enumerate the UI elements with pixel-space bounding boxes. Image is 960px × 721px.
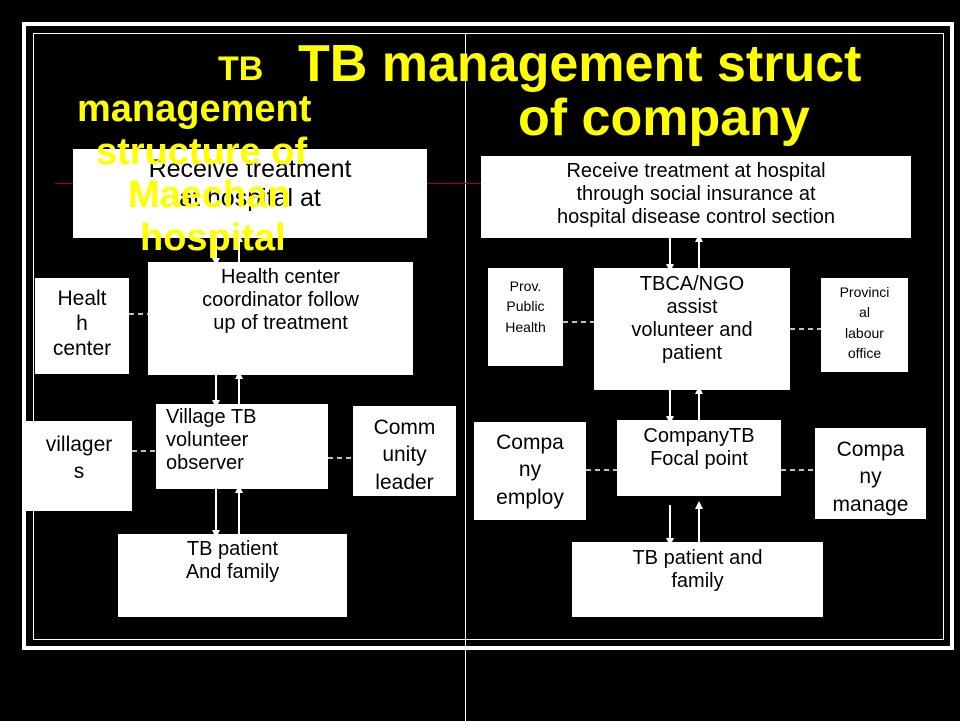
focal-line-1: CompanyTB <box>643 425 755 447</box>
left-patient-line-1: TB patient <box>186 538 279 560</box>
company-employee-box: Compa ny employ <box>474 422 586 520</box>
manager-line-1: Compa <box>836 438 905 461</box>
manager-line-3: manage <box>832 492 909 516</box>
villagers-line-1: villager <box>45 433 113 456</box>
health-center-line-2: h <box>76 312 88 336</box>
right-patient-line-2: family <box>671 570 724 592</box>
tbca-line-4: patient <box>661 342 723 364</box>
employee-line-2: ny <box>518 458 542 482</box>
title-main-line-1: TB management struct <box>298 35 862 93</box>
right-hospital-line-3: hospital disease control section <box>557 206 835 228</box>
prov-public-health-box: Prov. Public Health <box>488 268 563 366</box>
prov-health-line-1: Prov. <box>509 278 542 294</box>
left-hospital-line-2: at hospital at <box>179 183 321 212</box>
right-hospital-box: Receive treatment at hospital through so… <box>481 156 911 238</box>
left-patient-line-2: And family <box>185 561 280 583</box>
villagers-box: villager s <box>26 421 132 511</box>
tbca-line-1: TBCA/NGO <box>639 273 745 295</box>
right-hospital-line-1: Receive treatment at hospital <box>566 160 826 182</box>
health-center-line-3: center <box>52 337 112 361</box>
labour-line-1: Provinci <box>839 284 890 300</box>
title-tb-small: TB <box>218 50 264 88</box>
coordinator-line-2: coordinator follow <box>202 289 359 311</box>
coordinator-line-3: up of treatment <box>213 312 348 334</box>
health-center-coordinator-box: Health center coordinator follow up of t… <box>148 262 413 375</box>
right-patient-box: TB patient and family <box>572 542 823 617</box>
employee-line-1: Compa <box>496 431 564 454</box>
outer-frame <box>22 22 954 650</box>
labour-line-4: office <box>847 344 882 361</box>
company-focal-point-box: CompanyTB Focal point <box>617 420 781 496</box>
title-left-line-4: hospital <box>140 217 286 259</box>
title-left-line-3: Maechan <box>128 174 291 216</box>
inner-frame <box>33 33 944 640</box>
right-patient-line-1: TB patient and <box>632 547 763 569</box>
volunteer-line-3: observer <box>166 452 244 474</box>
labour-line-3: labour <box>845 324 884 341</box>
village-volunteer-box: Village TB volunteer observer <box>156 404 328 489</box>
community-line-2: unity <box>382 443 427 467</box>
right-hospital-line-2: through social insurance at <box>576 183 816 205</box>
villagers-line-2: s <box>73 460 85 484</box>
company-manager-box: Compa ny manage <box>815 428 926 519</box>
prov-health-line-2: Public <box>506 298 545 315</box>
coordinator-line-1: Health center <box>221 266 340 288</box>
health-center-box: Healt h center <box>35 278 129 374</box>
tbca-line-3: volunteer and <box>631 319 753 341</box>
left-hospital-line-1: Receive treatment <box>148 155 352 183</box>
title-main-line-2: of company <box>518 89 810 147</box>
community-leader-box: Comm unity leader <box>353 406 456 496</box>
provincial-labour-office-box: Provinci al labour office <box>821 278 908 372</box>
prov-health-line-3: Health <box>505 318 546 335</box>
health-center-line-1: Healt <box>57 287 107 310</box>
volunteer-line-1: Village TB <box>166 406 257 428</box>
title-left-line-2: structure of <box>96 131 308 173</box>
employee-line-3: employ <box>496 485 564 509</box>
manager-line-2: ny <box>859 465 882 489</box>
volunteer-line-2: volunteer <box>166 429 249 451</box>
center-divider <box>465 33 466 721</box>
tbca-ngo-box: TBCA/NGO assist volunteer and patient <box>594 268 790 390</box>
community-line-3: leader <box>375 470 434 494</box>
community-line-1: Comm <box>373 416 436 439</box>
left-hospital-box: Receive treatment at hospital at <box>73 149 427 238</box>
left-patient-box: TB patient And family <box>118 534 347 617</box>
focal-line-2: Focal point <box>650 448 748 470</box>
title-left-line-1: management <box>77 88 312 130</box>
tbca-line-2: assist <box>666 296 718 318</box>
labour-line-2: al <box>859 304 870 321</box>
